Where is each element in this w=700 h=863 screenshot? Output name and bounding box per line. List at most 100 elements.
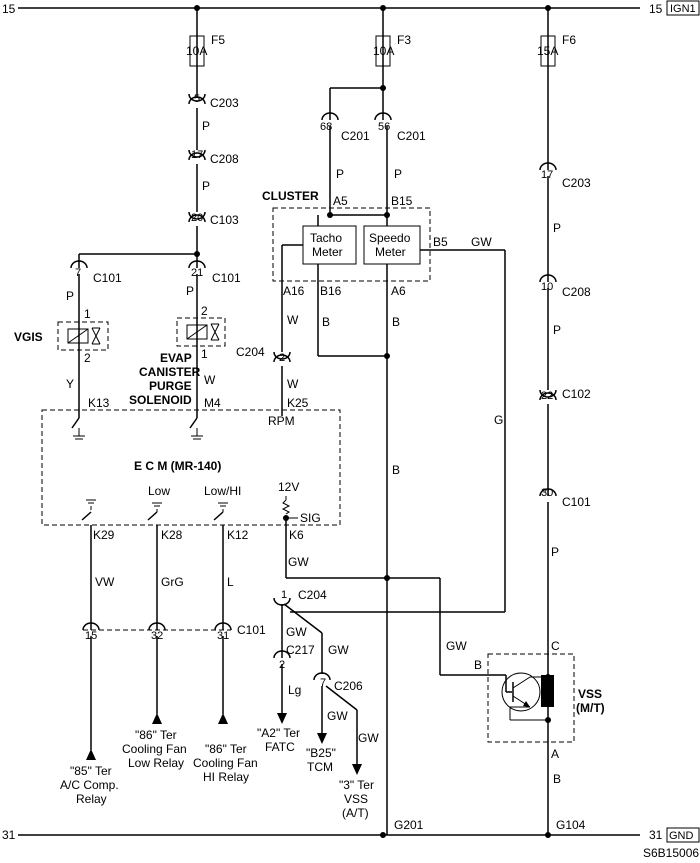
svg-text:VSS: VSS — [578, 687, 602, 701]
svg-text:Low/HI: Low/HI — [204, 484, 241, 498]
ecm-output-wires: VW GrG L 15 32 31 C101 — [82, 575, 266, 760]
svg-text:30: 30 — [541, 487, 553, 499]
svg-text:P: P — [336, 167, 344, 181]
svg-text:C102: C102 — [562, 387, 591, 401]
svg-text:GW: GW — [358, 731, 379, 745]
svg-text:"B25": "B25" — [306, 746, 336, 760]
svg-text:A/C Comp.: A/C Comp. — [60, 778, 119, 792]
ecm-module: E C M (MR-140) K13 M4 K25 RPM K29 Low K2… — [41, 396, 341, 630]
svg-text:C203: C203 — [562, 176, 591, 190]
svg-text:K28: K28 — [161, 528, 183, 542]
fuse-f5: F5 10A — [186, 8, 225, 67]
svg-text:A6: A6 — [391, 284, 406, 298]
destination-vss-at: "3" Ter VSS (A/T) — [339, 778, 374, 820]
svg-text:GW: GW — [286, 625, 307, 639]
vgis-label: VGIS — [14, 330, 43, 344]
svg-text:15: 15 — [649, 2, 663, 16]
svg-text:B: B — [392, 315, 400, 329]
svg-text:5: 5 — [194, 93, 200, 105]
svg-text:56: 56 — [378, 121, 390, 133]
svg-text:P: P — [202, 179, 210, 193]
gnd-tag: GND — [669, 830, 694, 842]
column-evap-feed: 5 C203 P 17 C208 P 20 C103 21 C101 P W — [79, 66, 241, 410]
svg-text:RPM: RPM — [268, 414, 295, 428]
svg-text:1: 1 — [201, 347, 208, 361]
svg-text:P: P — [551, 545, 559, 559]
svg-text:Relay: Relay — [76, 792, 107, 806]
svg-text:68: 68 — [320, 121, 332, 133]
svg-text:B16: B16 — [320, 284, 342, 298]
svg-text:"86" Ter: "86" Ter — [205, 742, 247, 756]
svg-text:P: P — [553, 323, 561, 337]
svg-text:CANISTER: CANISTER — [139, 365, 201, 379]
svg-text:W: W — [204, 373, 216, 387]
destination-ac-relay: "85" Ter A/C Comp. Relay — [60, 764, 119, 806]
svg-text:VSS: VSS — [344, 792, 368, 806]
cluster-feed: 68 C201 56 C201 P P — [320, 66, 426, 215]
svg-text:15: 15 — [2, 2, 16, 16]
instrument-cluster: CLUSTER A5 B15 Tacho Meter Speedo Meter … — [262, 189, 505, 352]
svg-text:C206: C206 — [334, 679, 363, 693]
svg-text:Lg: Lg — [288, 683, 301, 697]
svg-text:31: 31 — [649, 828, 663, 842]
svg-text:F5: F5 — [211, 33, 225, 47]
svg-text:VW: VW — [95, 575, 115, 589]
svg-text:1: 1 — [281, 589, 287, 601]
svg-text:2: 2 — [201, 304, 208, 318]
svg-text:K13: K13 — [88, 396, 110, 410]
svg-text:"86" Ter: "86" Ter — [135, 728, 177, 742]
svg-text:EVAP: EVAP — [160, 351, 192, 365]
svg-text:K6: K6 — [289, 528, 304, 542]
svg-text:C101: C101 — [562, 495, 591, 509]
svg-text:C217: C217 — [286, 643, 315, 657]
svg-text:31: 31 — [2, 828, 16, 842]
svg-text:15A: 15A — [537, 44, 558, 58]
svg-text:Tacho: Tacho — [310, 231, 342, 245]
svg-text:TCM: TCM — [307, 760, 333, 774]
svg-text:C: C — [551, 639, 560, 653]
svg-text:C201: C201 — [341, 129, 370, 143]
svg-text:GW: GW — [327, 709, 348, 723]
svg-text:A5: A5 — [333, 194, 348, 208]
svg-text:P: P — [202, 119, 210, 133]
svg-text:"85" Ter: "85" Ter — [70, 764, 112, 778]
svg-text:C208: C208 — [562, 285, 591, 299]
destination-fatc: "A2" Ter FATC — [257, 726, 300, 754]
destination-fan-low-relay: "86" Ter Cooling Fan Low Relay — [122, 728, 187, 770]
destination-fan-hi-relay: "86" Ter Cooling Fan HI Relay — [193, 742, 258, 784]
speedo-meter — [363, 225, 421, 265]
svg-text:CLUSTER: CLUSTER — [262, 189, 319, 203]
svg-text:GW: GW — [288, 555, 309, 569]
power-rail: 15 15 IGN1 — [2, 0, 700, 16]
column-vss-feed: 17 C203 P 10 C208 P 22 C102 30 C101 P B … — [539, 66, 591, 835]
svg-text:Low: Low — [148, 484, 170, 498]
svg-text:C103: C103 — [210, 213, 239, 227]
svg-text:Y: Y — [66, 377, 74, 391]
ign1-tag: IGN1 — [670, 3, 696, 15]
svg-text:C203: C203 — [210, 96, 239, 110]
vss-signal-splice: GW GW B 1 C204 GW GW 2 C217 Lg 7 C206 GW… — [273, 555, 506, 775]
svg-text:Speedo: Speedo — [369, 231, 411, 245]
svg-text:B: B — [322, 315, 330, 329]
svg-text:22: 22 — [541, 390, 553, 402]
fuse-f6: F6 15A — [537, 8, 576, 67]
svg-text:GW: GW — [328, 643, 349, 657]
svg-text:A: A — [551, 747, 559, 761]
svg-text:FATC: FATC — [265, 740, 295, 754]
diagram-code: S6B15006 — [643, 846, 699, 860]
svg-text:"A2" Ter: "A2" Ter — [257, 726, 300, 740]
svg-text:L: L — [227, 575, 234, 589]
svg-text:C101: C101 — [93, 271, 122, 285]
svg-text:G: G — [494, 413, 503, 427]
cluster-ground-wiring: B B B G201 W 2 C204 W — [236, 288, 424, 835]
svg-text:B5: B5 — [433, 235, 448, 249]
vss-sensor: C A VSS (M/T) — [487, 639, 605, 761]
svg-text:B: B — [474, 658, 482, 672]
svg-text:F3: F3 — [397, 33, 411, 47]
svg-text:GrG: GrG — [161, 575, 184, 589]
svg-text:F6: F6 — [562, 33, 576, 47]
svg-text:Meter: Meter — [375, 245, 406, 259]
svg-text:21: 21 — [191, 267, 203, 279]
svg-text:SIG: SIG — [300, 511, 321, 525]
